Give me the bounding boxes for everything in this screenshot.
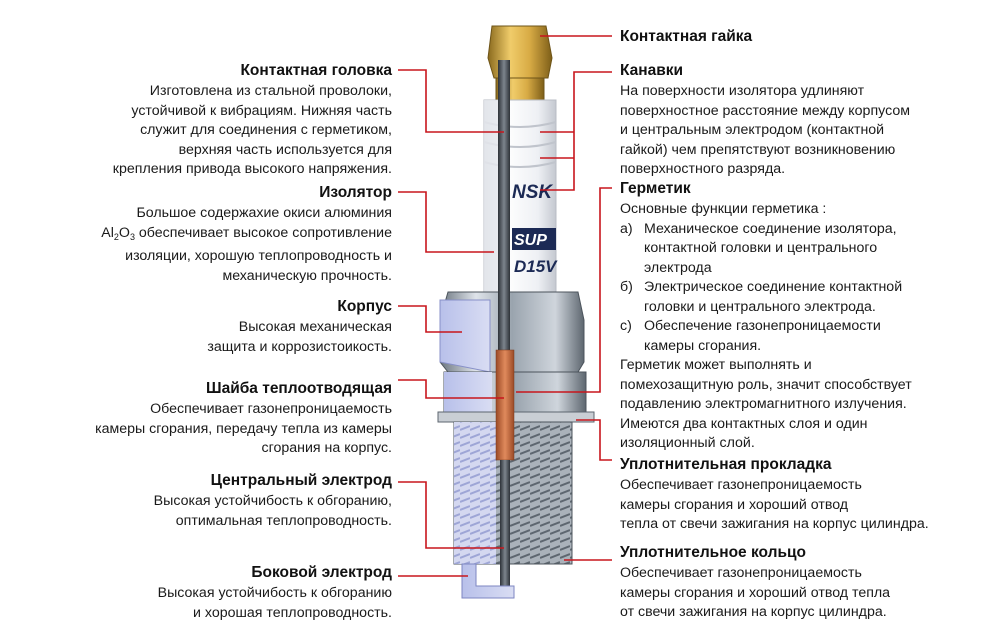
insulator-text-line2: Al2O3 обеспечивает высокое сопротивление <box>12 224 392 248</box>
gasket <box>438 412 594 422</box>
model-mark: D15V <box>514 257 558 276</box>
grooves-block: Канавки На поверхности изолятора удлиняю… <box>620 60 990 180</box>
sealant-title: Герметик <box>620 178 992 200</box>
washer-text: Обеспечивает газонепроницаемость камеры … <box>12 400 392 459</box>
insulator-text-rest: изоляции, хорошую теплопроводность и мех… <box>12 247 392 286</box>
ring-block: Уплотнительное кольцо Обеспечивает газон… <box>620 542 992 623</box>
contact-head-title: Контактная головка <box>12 60 392 82</box>
sealant-outro: Герметик может выполнять и помехозащитну… <box>620 356 992 454</box>
side-electrode-block: Боковой электрод Высокая устойчибость к … <box>12 562 392 623</box>
insulator-title: Изолятор <box>12 182 392 204</box>
ring-text: Обеспечивает газонепроницаемость камеры … <box>620 564 992 623</box>
center-rod <box>498 60 510 352</box>
sealant <box>496 350 514 460</box>
hex-body-section <box>440 300 490 372</box>
sealant-intro: Основные функции герметика : <box>620 200 992 220</box>
contact-head-block: Контактная головка Изготовлена из стальн… <box>12 60 392 180</box>
gasket-title: Уплотнительная прокладка <box>620 454 992 476</box>
sealant-functions-list: а)Механическое соединение изолятора, кон… <box>620 220 992 357</box>
grooves-title: Канавки <box>620 60 990 82</box>
side-electrode-text: Высокая устойчибость к обгоранию и хорош… <box>12 584 392 623</box>
center-electrode-block: Центральный электрод Высокая устойчибост… <box>12 470 392 531</box>
insulator-text-line1: Большое содержахие окиси алюминия <box>12 204 392 224</box>
center-electrode-title: Центральный электрод <box>12 470 392 492</box>
body-title: Корпус <box>12 296 392 318</box>
contact-nut-block: Контактная гайка <box>620 26 990 48</box>
gasket-text: Обеспечивает газонепроницаемость камеры … <box>620 476 992 535</box>
gasket-block: Уплотнительная прокладка Обеспечивает га… <box>620 454 992 535</box>
contact-nut <box>488 26 552 78</box>
washer-block: Шайба теплоотводящая Обеспечивает газоне… <box>12 378 392 459</box>
ring-title: Уплотнительное кольцо <box>620 542 992 564</box>
insulator-block: Изолятор Большое содержахие окиси алюмин… <box>12 182 392 286</box>
sealant-function-item: б)Электрическое соединение контактной го… <box>620 278 992 317</box>
side-electrode-title: Боковой электрод <box>12 562 392 584</box>
sealant-block: Герметик Основные функции герметика : а)… <box>620 178 992 454</box>
brand-mark: NSK <box>512 182 553 203</box>
body-text: Высокая механическая защита и коррозисто… <box>12 318 392 357</box>
sealant-function-item: а)Механическое соединение изолятора, кон… <box>620 220 992 279</box>
contact-head-text: Изготовлена из стальной проволоки, устой… <box>12 82 392 180</box>
grooves-text: На поверхности изолятора удлиняют поверх… <box>620 82 990 180</box>
sealant-function-item: с)Обеспечение газонепроницаемости камеры… <box>620 317 992 356</box>
body-block: Корпус Высокая механическая защита и кор… <box>12 296 392 357</box>
center-electrode <box>500 460 510 592</box>
contact-nut-title: Контактная гайка <box>620 26 990 48</box>
series-mark: SUP <box>514 232 547 249</box>
center-electrode-text: Высокая устойчибость к обгоранию, оптима… <box>12 492 392 531</box>
washer-title: Шайба теплоотводящая <box>12 378 392 400</box>
